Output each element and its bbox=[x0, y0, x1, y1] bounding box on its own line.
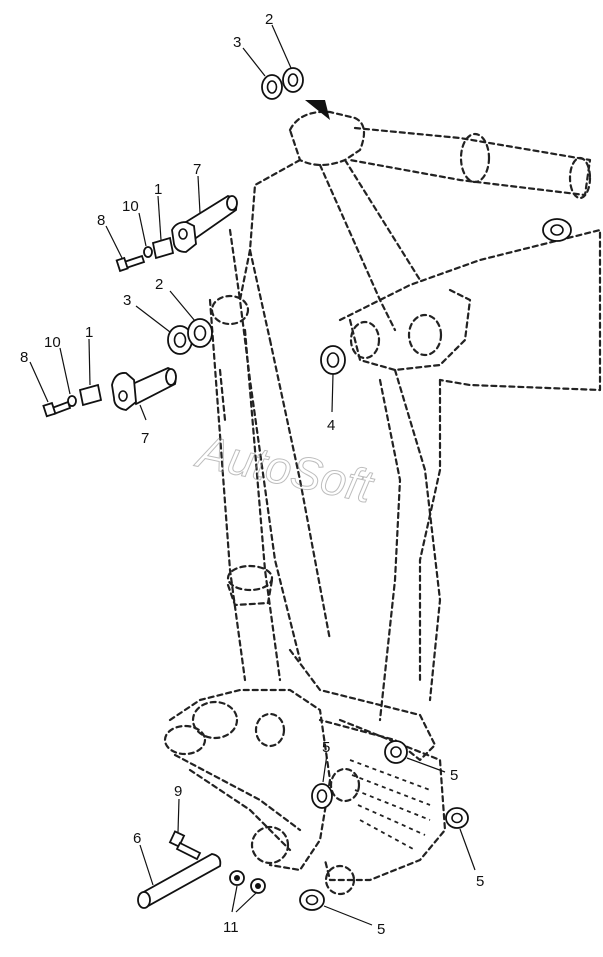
callout-11: 11 bbox=[223, 919, 239, 936]
plate-1-mid bbox=[78, 383, 103, 407]
nut-11-b bbox=[250, 878, 266, 894]
washer-5-d bbox=[299, 889, 325, 911]
callout-10-top: 10 bbox=[122, 198, 139, 215]
callout-3-mid: 3 bbox=[123, 292, 131, 309]
washer-5-a bbox=[311, 783, 333, 809]
callout-2-mid: 2 bbox=[155, 276, 163, 293]
callout-5-a: 5 bbox=[322, 739, 330, 756]
callout-5-b: 5 bbox=[450, 767, 458, 784]
washer-5-c bbox=[445, 807, 469, 829]
callout-5-d: 5 bbox=[377, 921, 385, 938]
pin-7-mid bbox=[111, 367, 177, 411]
callout-labels: 2 3 7 1 10 8 3 2 8 10 1 7 4 5 5 5 5 9 6 … bbox=[20, 11, 484, 938]
wedge-marker bbox=[305, 100, 330, 120]
callout-2-top: 2 bbox=[265, 11, 273, 28]
callout-4: 4 bbox=[327, 417, 335, 434]
washer-4 bbox=[320, 345, 346, 375]
callout-1-mid: 1 bbox=[85, 324, 93, 341]
bolt-8-mid bbox=[42, 400, 72, 418]
washer-2-top bbox=[282, 67, 304, 93]
washer-top-right bbox=[542, 218, 572, 242]
pin-7-top bbox=[171, 195, 238, 253]
washer-3-top bbox=[261, 74, 283, 100]
watermark-text: AutoSoft bbox=[191, 424, 380, 513]
callout-8-mid: 8 bbox=[20, 349, 28, 366]
washer-3-mid bbox=[167, 325, 193, 355]
callout-10-mid: 10 bbox=[44, 334, 61, 351]
leader-lines bbox=[29, 24, 476, 926]
callout-3-top: 3 bbox=[233, 34, 241, 51]
arm-assembly-outline bbox=[163, 110, 602, 896]
callout-9: 9 bbox=[174, 783, 182, 800]
callout-7-mid: 7 bbox=[141, 430, 149, 447]
washer-10-top bbox=[143, 246, 153, 258]
bolt-9 bbox=[168, 830, 202, 861]
washer-2-mid bbox=[187, 318, 213, 348]
nut-11-a bbox=[229, 870, 245, 886]
callout-6: 6 bbox=[133, 830, 141, 847]
callout-5-c: 5 bbox=[476, 873, 484, 890]
pin-6 bbox=[137, 853, 222, 909]
callout-1-top: 1 bbox=[154, 181, 162, 198]
washer-5-b bbox=[384, 740, 408, 764]
bolt-8-top bbox=[115, 254, 146, 273]
washer-10-mid bbox=[67, 395, 77, 407]
callout-8-top: 8 bbox=[97, 212, 105, 229]
callout-7-top: 7 bbox=[193, 161, 201, 178]
plate-1-top bbox=[151, 236, 175, 260]
